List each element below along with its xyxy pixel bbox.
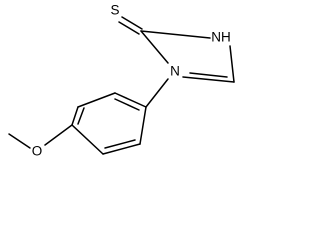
bond-c2-s-b: [118, 21, 140, 35]
bond-c2-s-a: [121, 16, 143, 30]
bond-ring-4: [71, 124, 104, 155]
bond-ring-1: [114, 92, 147, 108]
bond-ring-5: [102, 143, 141, 155]
bond-o-ch3: [8, 133, 31, 149]
bond-ring-5-inner: [104, 139, 136, 149]
chemical-structure-diagram: S NH N O: [8, 3, 235, 159]
atom-label-n: N: [170, 64, 180, 79]
bond-c2-n3: [140, 30, 211, 39]
bond-n1-ipso: [145, 78, 169, 108]
bond-ring-6: [139, 106, 147, 145]
bond-ring-2: [77, 92, 116, 108]
bond-c4-c5-inner: [189, 72, 228, 78]
atom-label-s: S: [110, 3, 119, 18]
bond-c2-n1: [140, 30, 169, 64]
atom-label-nh: NH: [211, 30, 231, 45]
bond-ring-3-inner: [77, 107, 85, 125]
bond-c4-c5: [182, 76, 235, 83]
bond-c4-o: [44, 124, 73, 146]
bond-n3-c4: [229, 45, 235, 83]
bond-ring-3: [71, 106, 79, 126]
bond-ring-1-inner: [114, 98, 140, 111]
atom-label-o: O: [32, 144, 43, 159]
